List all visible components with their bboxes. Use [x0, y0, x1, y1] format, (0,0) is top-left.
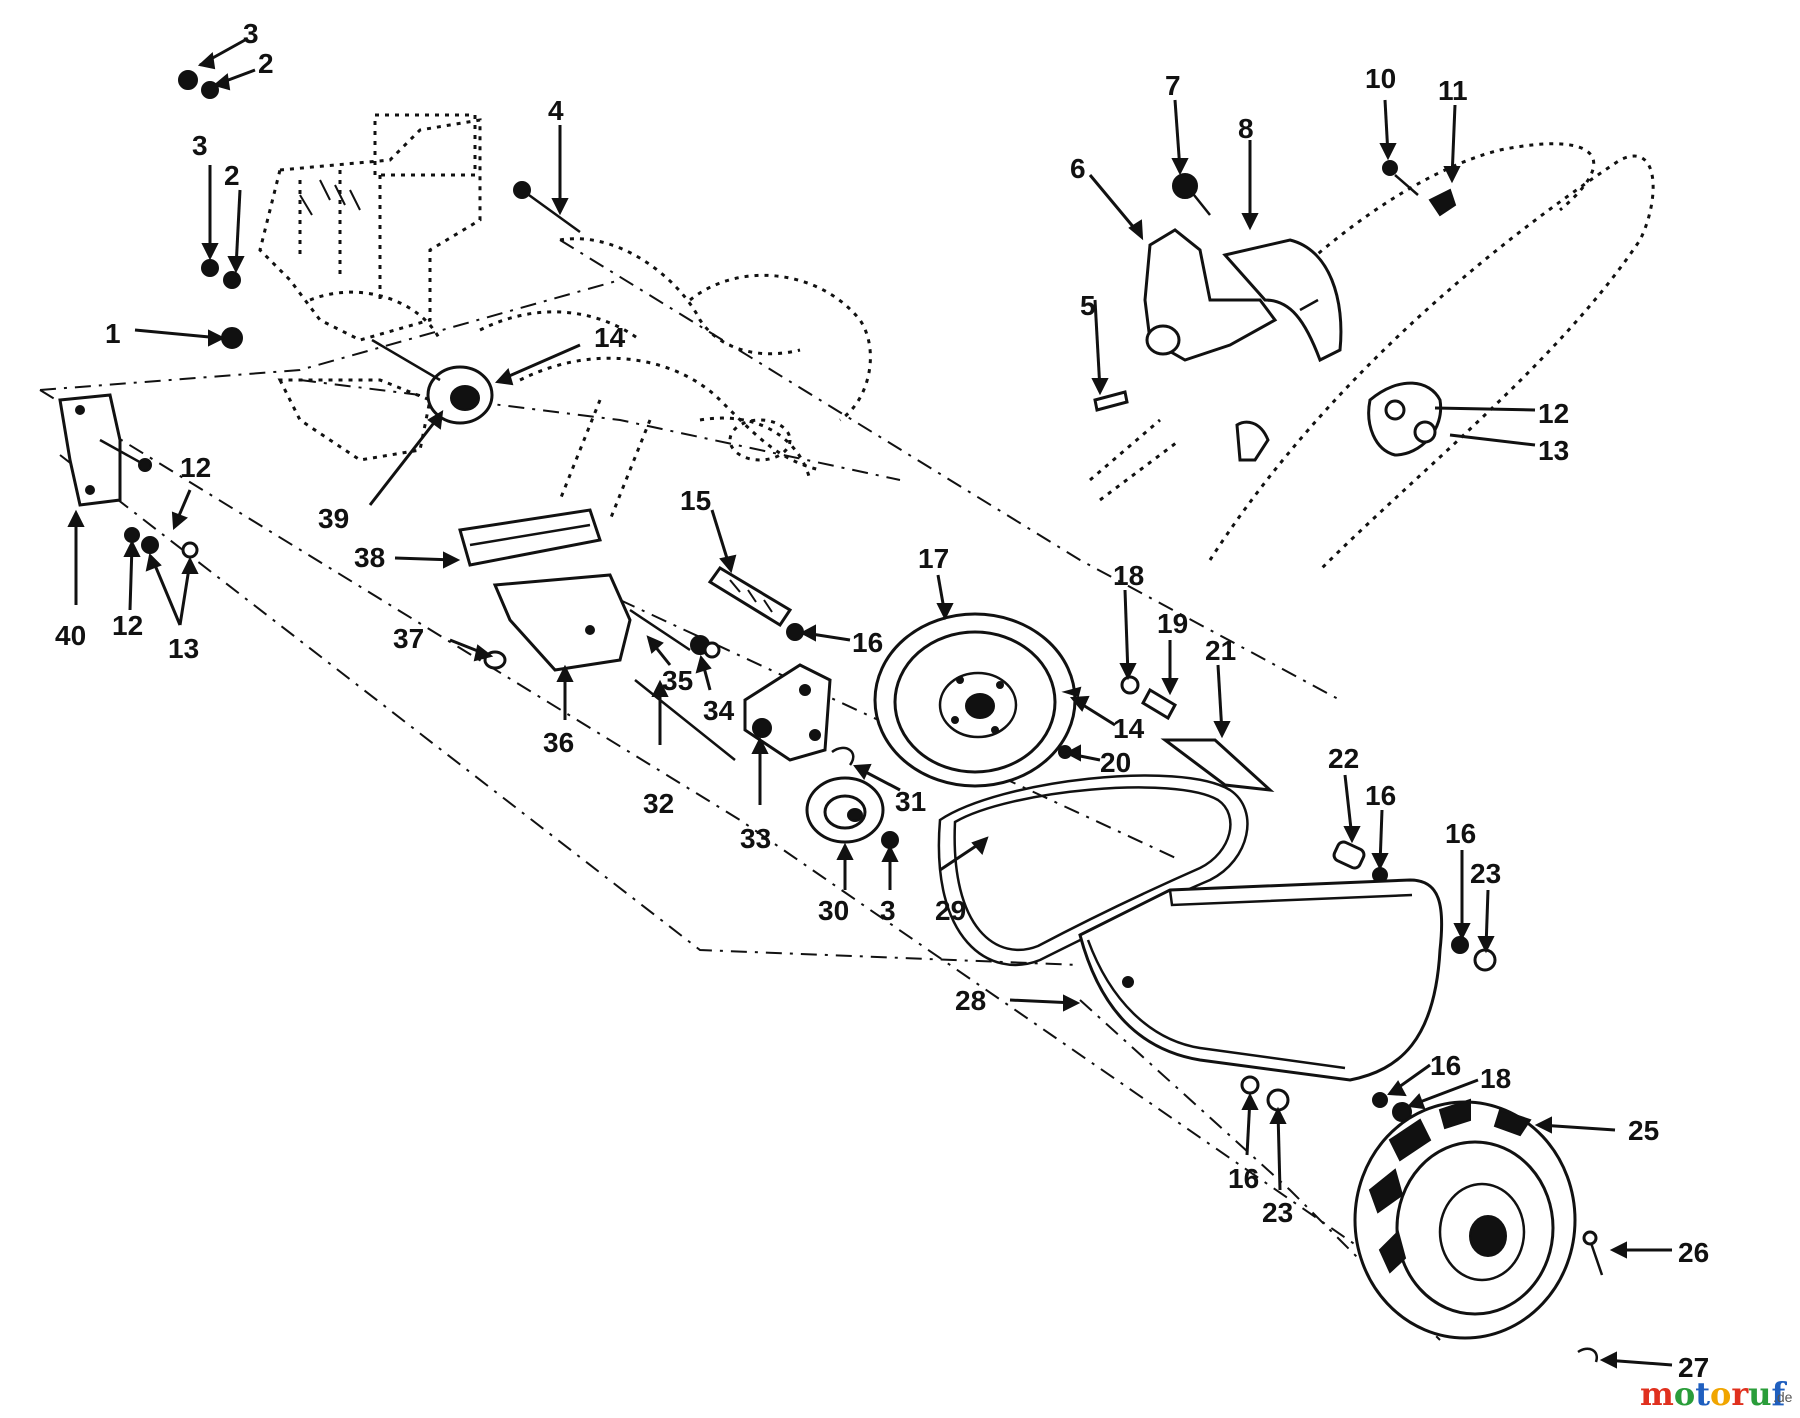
- part-22-spacer: [1332, 840, 1388, 883]
- part-34-idler-bracket: [743, 663, 832, 762]
- logo-letter-o1: o: [1674, 1375, 1695, 1413]
- engine-outline: [258, 113, 482, 462]
- callout-3-top: 3: [243, 18, 259, 49]
- callout-16-right-a: 16: [1365, 780, 1396, 811]
- callout-18-top: 18: [1113, 560, 1144, 591]
- callout-27: 27: [1678, 1352, 1709, 1383]
- callout-2-mid: 2: [224, 160, 240, 191]
- callout-33: 33: [740, 823, 771, 854]
- callout-30: 30: [818, 895, 849, 926]
- part-hardware-left: [124, 527, 199, 559]
- leader-lines: [67, 38, 1673, 1369]
- part-28-belt-cover: [1078, 878, 1444, 1082]
- part-16-18-19-20-21-hardware: [786, 623, 1275, 793]
- part-36-guard: [492, 573, 632, 672]
- callout-2-top: 2: [258, 48, 274, 79]
- callout-39: 39: [318, 503, 349, 534]
- callout-35: 35: [662, 665, 693, 696]
- callout-3-bottom: 3: [880, 895, 896, 926]
- callout-labels: 3 2 3 2 1 4 14 39 38 37 36 40 12 13 12 1…: [55, 18, 1709, 1383]
- part-38-plate: [458, 508, 602, 567]
- callout-12-left-top: 12: [180, 452, 211, 483]
- callout-14-left: 14: [594, 322, 626, 353]
- part-30-idler-pulley: [805, 776, 899, 849]
- callout-12-right: 12: [1538, 398, 1569, 429]
- callout-4: 4: [548, 95, 564, 126]
- callout-36: 36: [543, 727, 574, 758]
- assembly-guide-lines: [39, 239, 1451, 1341]
- part-29-belt: [937, 774, 1249, 967]
- callout-7: 7: [1165, 70, 1181, 101]
- drag-bar-outline: [1089, 142, 1655, 572]
- callout-14-right: 14: [1113, 713, 1145, 744]
- callout-19: 19: [1157, 608, 1188, 639]
- logo-letter-m: m: [1640, 1375, 1674, 1413]
- motoruf-logo: motoruf .de: [1640, 1375, 1793, 1413]
- part-15-shaft: [707, 566, 793, 628]
- callout-23-bottom: 23: [1262, 1197, 1293, 1228]
- callout-25: 25: [1628, 1115, 1659, 1146]
- parts-depth-stake-assembly: [1093, 160, 1457, 462]
- part-17-drive-pulley: [873, 612, 1077, 788]
- callout-34: 34: [703, 695, 735, 726]
- callout-6: 6: [1070, 153, 1086, 184]
- callout-16-bottom: 16: [1228, 1163, 1259, 1194]
- callout-21: 21: [1205, 635, 1236, 666]
- logo-letter-f: f: [1771, 1375, 1787, 1413]
- callout-31: 31: [895, 786, 926, 817]
- svg-text:motoruf: motoruf: [1640, 1375, 1787, 1413]
- callout-38: 38: [354, 542, 385, 573]
- callout-8: 8: [1238, 113, 1254, 144]
- callout-18-lower: 18: [1480, 1063, 1511, 1094]
- frame-outline: [479, 237, 872, 521]
- callout-20: 20: [1100, 747, 1131, 778]
- callout-3-mid: 3: [192, 130, 208, 161]
- logo-letter-u: u: [1748, 1375, 1771, 1413]
- logo-letter-r: r: [1731, 1375, 1749, 1413]
- logo-letter-o2: o: [1710, 1375, 1731, 1413]
- callout-17: 17: [918, 543, 949, 574]
- part-40-bracket: [58, 393, 152, 507]
- callout-16-mid: 16: [852, 627, 883, 658]
- callout-5: 5: [1080, 290, 1096, 321]
- part-26-27-pins: [1577, 1230, 1604, 1363]
- logo-letter-t: t: [1695, 1375, 1710, 1413]
- callout-32: 32: [643, 788, 674, 819]
- part-39-engine-pulley: [371, 338, 494, 425]
- callout-11: 11: [1438, 75, 1468, 106]
- part-4-bolt: [513, 181, 581, 234]
- callout-40: 40: [55, 620, 86, 651]
- callout-10: 10: [1365, 63, 1396, 94]
- logo-suffix: .de: [1773, 1389, 1793, 1405]
- callout-1: 1: [105, 318, 121, 349]
- part-31-clip: [831, 746, 855, 766]
- callout-15: 15: [680, 485, 711, 516]
- callout-29: 29: [935, 895, 966, 926]
- callout-26: 26: [1678, 1237, 1709, 1268]
- callout-13-right: 13: [1538, 435, 1569, 466]
- part-32-35-bolts: [629, 608, 736, 761]
- callout-37: 37: [393, 623, 424, 654]
- callout-16-right-b: 16: [1445, 818, 1476, 849]
- callout-12-left-bottom: 12: [112, 610, 143, 641]
- callout-13-left: 13: [168, 633, 199, 664]
- callout-28: 28: [955, 985, 986, 1016]
- part-2-3-fasteners: [178, 70, 241, 289]
- callout-22: 22: [1328, 743, 1359, 774]
- callout-16-lower: 16: [1430, 1050, 1461, 1081]
- part-25-wheel: [1353, 1098, 1577, 1340]
- callout-23-right: 23: [1470, 858, 1501, 889]
